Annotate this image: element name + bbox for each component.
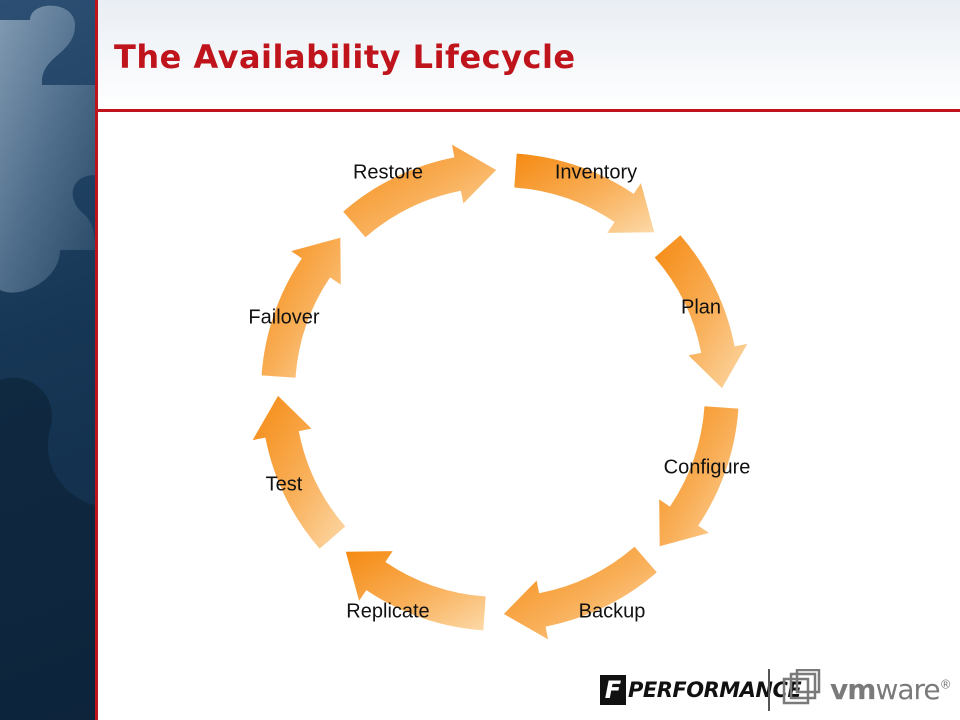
- side-divider-line: [95, 0, 98, 720]
- performance-logo: F PERFORMANCE: [600, 673, 802, 707]
- cycle-arrow-plan: [654, 235, 748, 389]
- performance-logo-mark: F: [600, 675, 626, 705]
- stage-label-backup: Backup: [578, 600, 646, 623]
- stage-label-inventory: Inventory: [554, 161, 638, 184]
- vmware-boxes-icon: [782, 669, 821, 705]
- logo-separator: [768, 669, 770, 711]
- stage-label-configure: Configure: [663, 456, 751, 479]
- cycle-arrow-restore: [343, 144, 497, 238]
- title-rule: [98, 109, 960, 112]
- stage-label-plan: Plan: [680, 296, 722, 319]
- vmware-logo-prefix: vm: [830, 673, 876, 706]
- header-band: [98, 0, 960, 110]
- stage-label-test: Test: [265, 473, 303, 496]
- vmware-logo-text: vmware®: [830, 673, 952, 706]
- puzzle-piece-graphic: [0, 5, 95, 720]
- side-decoration-panel: [0, 0, 95, 720]
- cycle-arrow-configure: [659, 406, 739, 547]
- cycle-arrow-inventory: [514, 153, 655, 233]
- cycle-arrow-failover: [261, 237, 341, 378]
- cycle-arrow-replicate: [345, 551, 486, 631]
- cycle-arrow-test: [252, 395, 346, 549]
- vmware-logo-suffix: ware: [875, 673, 940, 706]
- stage-label-restore: Restore: [352, 161, 424, 184]
- performance-logo-text: PERFORMANCE: [628, 678, 802, 702]
- stage-label-replicate: Replicate: [346, 600, 430, 623]
- stage-label-failover: Failover: [248, 306, 320, 329]
- slide-title: The Availability Lifecycle: [114, 38, 576, 76]
- footer-logos: F PERFORMANCE vmware®: [600, 665, 952, 715]
- vmware-registered-mark: ®: [939, 677, 952, 692]
- cycle-arrow-backup: [503, 546, 657, 640]
